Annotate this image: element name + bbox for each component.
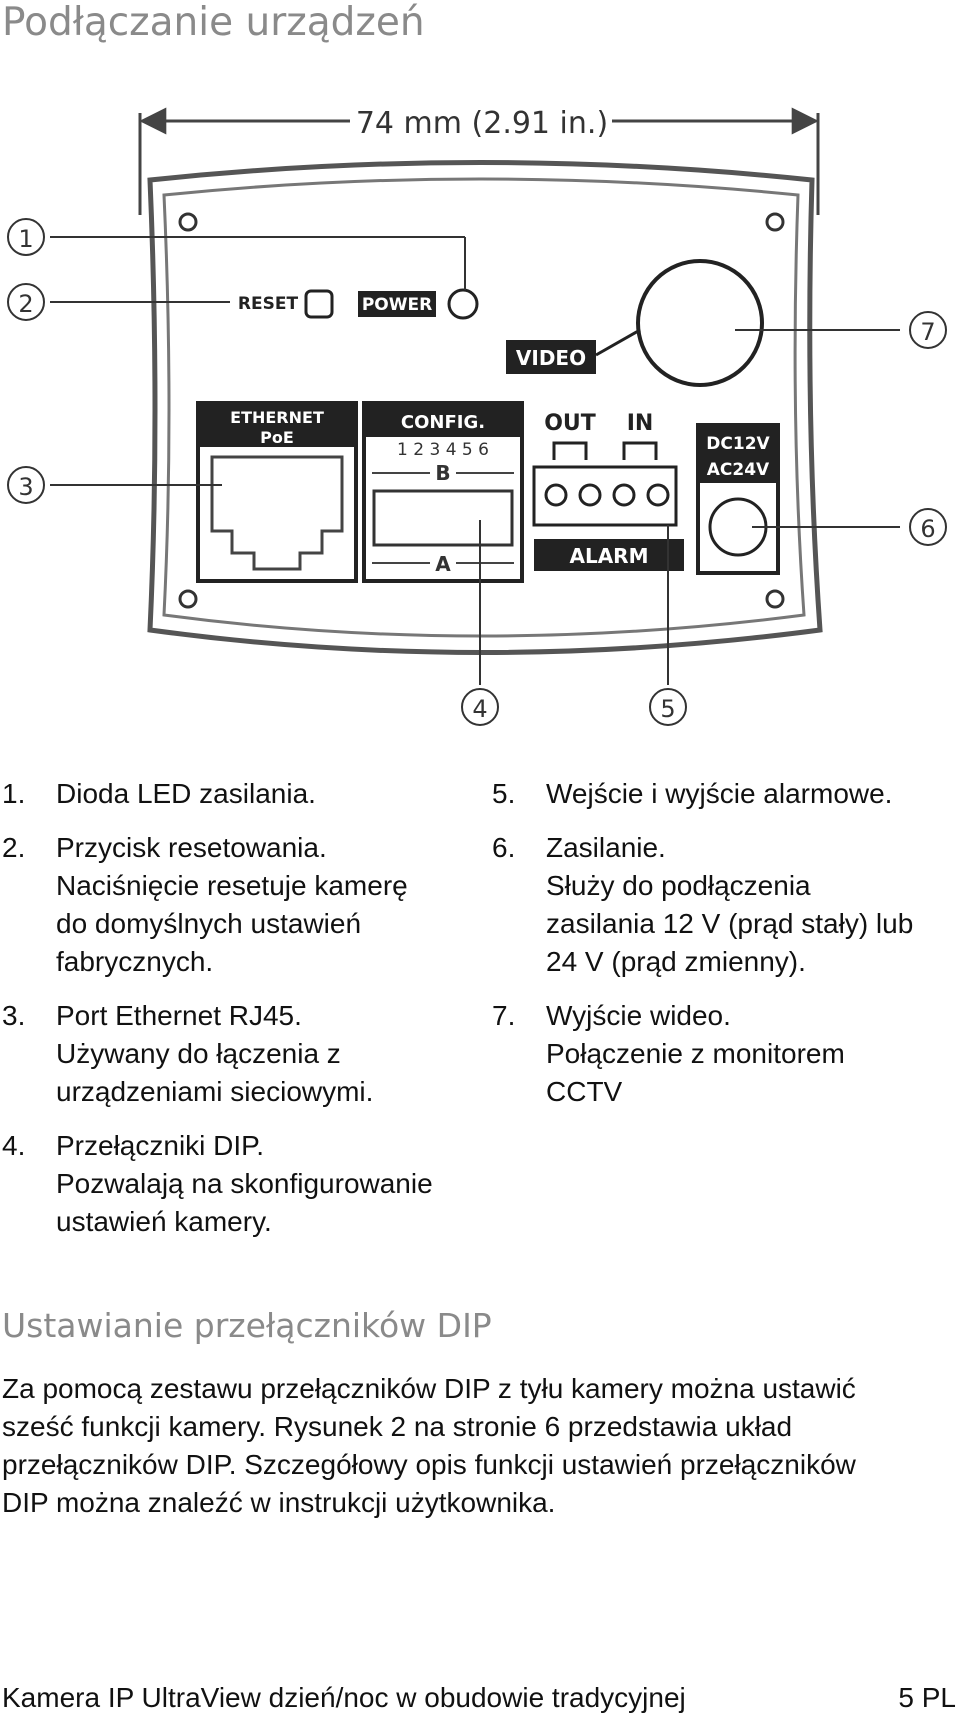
list-item-number: 7. bbox=[492, 1000, 516, 1031]
config-label: CONFIG. bbox=[401, 412, 485, 433]
list-item-number: 6. bbox=[492, 832, 516, 863]
list-item-text: CCTV bbox=[546, 1076, 623, 1107]
video-output-connector bbox=[636, 259, 764, 387]
list-item-text: ustawień kamery. bbox=[56, 1206, 272, 1237]
list-item-text: Port Ethernet RJ45. bbox=[56, 1000, 302, 1031]
body-line: przełączników DIP. Szczegółowy opis funk… bbox=[2, 1449, 856, 1480]
ac-label: AC24V bbox=[707, 460, 770, 480]
list-item-text: Używany do łączenia z bbox=[56, 1038, 341, 1069]
list-item-text: Zasilanie. bbox=[546, 832, 666, 863]
list-item-text: urządzeniami sieciowymi. bbox=[56, 1076, 374, 1107]
reset-button bbox=[304, 289, 334, 319]
list-item-text: Wyjście wideo. bbox=[546, 1000, 731, 1031]
housing-outline bbox=[147, 160, 823, 655]
callout-7: 7 bbox=[909, 311, 947, 349]
footer-document-title: Kamera IP UltraView dzień/noc w obudowie… bbox=[2, 1682, 686, 1713]
list-item: 6. Zasilanie. Służy do podłączenia zasilani… bbox=[492, 829, 952, 981]
body-line: sześć funkcji kamery. Rysunek 2 na stron… bbox=[2, 1411, 793, 1442]
alarm-terminal-block bbox=[532, 465, 678, 527]
list-item-text: zasilania 12 V (prąd stały) lub bbox=[546, 908, 914, 939]
callout-6: 6 bbox=[909, 508, 947, 546]
component-list-left: 1. Dioda LED zasilania. 2. Przycisk resetow… bbox=[2, 775, 472, 1257]
camera-rear-panel-diagram: 74 mm (2.91 in.) RESET POWER VIDEO ETHER… bbox=[7, 106, 947, 726]
list-item-number: 3. bbox=[2, 1000, 26, 1031]
list-item: 5. Wejście i wyjście alarmowe. bbox=[492, 775, 952, 813]
svg-text:5: 5 bbox=[660, 695, 675, 723]
dc-label: DC12V bbox=[706, 434, 770, 454]
list-item-text: do domyślnych ustawień bbox=[56, 908, 362, 939]
callout-3: 3 bbox=[7, 466, 45, 504]
body-line: DIP można znaleźć w instrukcji użytkowni… bbox=[2, 1487, 556, 1518]
svg-text:3: 3 bbox=[18, 473, 33, 501]
power-led bbox=[447, 288, 479, 320]
list-item-text: Przełączniki DIP. bbox=[56, 1130, 265, 1161]
callout-2: 2 bbox=[7, 283, 45, 321]
ethernet-label-line2: PoE bbox=[260, 428, 294, 447]
svg-text:4: 4 bbox=[472, 695, 487, 723]
list-item-number: 1. bbox=[2, 778, 26, 809]
alarm-label: ALARM bbox=[569, 544, 648, 568]
list-item: 1. Dioda LED zasilania. bbox=[2, 775, 472, 813]
body-paragraph: Za pomocą zestawu przełączników DIP z ty… bbox=[2, 1370, 942, 1522]
ethernet-label-line1: ETHERNET bbox=[230, 408, 324, 427]
list-item: 3. Port Ethernet RJ45. Używany do łączenia… bbox=[2, 997, 472, 1111]
video-label: VIDEO bbox=[516, 346, 586, 370]
body-line: Za pomocą zestawu przełączników DIP z ty… bbox=[2, 1373, 856, 1404]
list-item-text: Dioda LED zasilania. bbox=[56, 778, 316, 809]
list-item-text: 24 V (prąd zmienny). bbox=[546, 946, 806, 977]
svg-text:6: 6 bbox=[920, 515, 935, 543]
list-item-text: Połączenie z monitorem bbox=[546, 1038, 845, 1069]
callout-1: 1 bbox=[7, 218, 45, 256]
section-title: Ustawianie przełączników DIP bbox=[2, 1306, 492, 1345]
component-list-right: 5. Wejście i wyjście alarmowe. 6. Zasilanie… bbox=[492, 775, 952, 1127]
list-item-number: 2. bbox=[2, 832, 26, 863]
dimension-indicator: 74 mm (2.91 in.) bbox=[138, 106, 820, 215]
switch-b-label: B bbox=[435, 461, 450, 485]
dip-switch-block bbox=[372, 489, 514, 547]
alarm-out-label: OUT bbox=[544, 411, 596, 436]
svg-text:1: 1 bbox=[18, 225, 33, 253]
list-item-text: Przycisk resetowania. bbox=[56, 832, 327, 863]
list-item-text: fabrycznych. bbox=[56, 946, 214, 977]
svg-text:7: 7 bbox=[920, 318, 935, 346]
footer-page-number: 5 PL bbox=[898, 1682, 956, 1713]
power-label: POWER bbox=[362, 295, 432, 315]
callout-5: 5 bbox=[649, 688, 687, 726]
list-item-number: 4. bbox=[2, 1130, 26, 1161]
reset-label: RESET bbox=[238, 294, 299, 314]
list-item: 2. Przycisk resetowania. Naciśnięcie reset… bbox=[2, 829, 472, 981]
svg-text:2: 2 bbox=[18, 290, 33, 318]
list-item-text: Pozwalają na skonfigurowanie bbox=[56, 1168, 433, 1199]
page-title: Podłączanie urządzeń bbox=[2, 0, 425, 45]
list-item: 4. Przełączniki DIP. Pozwalają na skonfigu… bbox=[2, 1127, 472, 1241]
list-item-text: Służy do podłączenia bbox=[546, 870, 811, 901]
list-item-number: 5. bbox=[492, 778, 516, 809]
ethernet-port bbox=[210, 455, 344, 571]
dimension-label: 74 mm (2.91 in.) bbox=[356, 106, 608, 141]
list-item-text: Wejście i wyjście alarmowe. bbox=[546, 778, 893, 809]
callout-4: 4 bbox=[461, 688, 499, 726]
screw-holes bbox=[178, 212, 785, 609]
config-digits: 1 2 3 4 5 6 bbox=[397, 440, 489, 460]
list-item-text: Naciśnięcie resetuje kamerę bbox=[56, 870, 408, 901]
switch-a-label: A bbox=[435, 552, 451, 576]
alarm-in-label: IN bbox=[627, 411, 654, 436]
